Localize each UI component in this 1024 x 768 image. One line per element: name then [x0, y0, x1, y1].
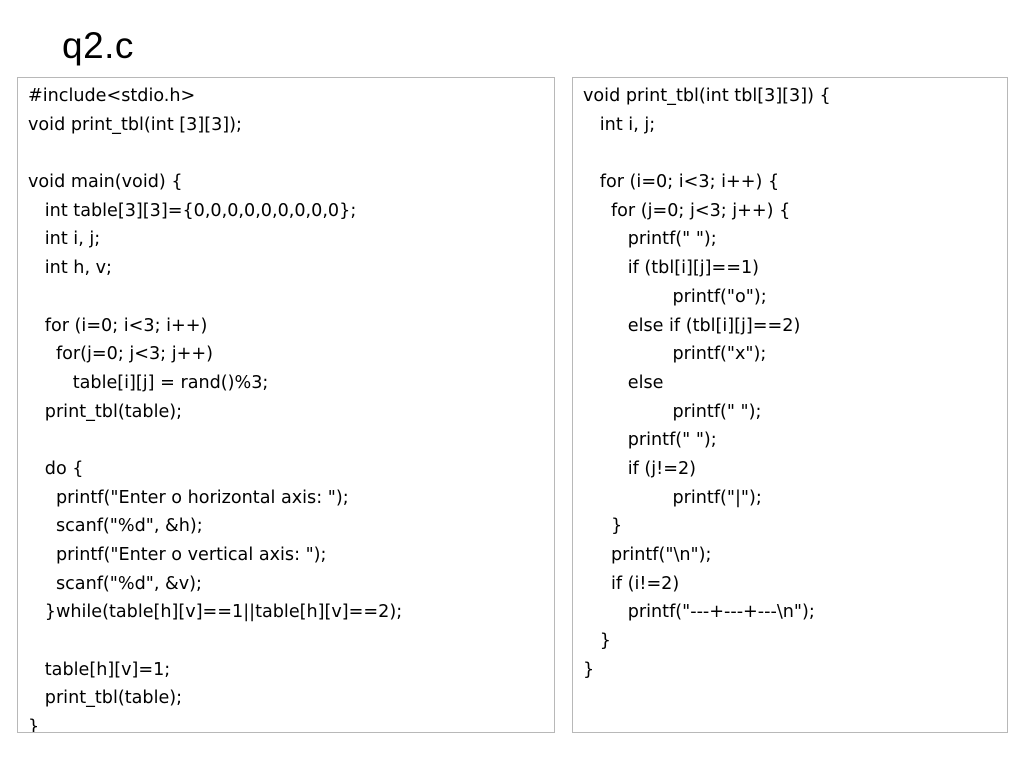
code-line	[28, 426, 402, 455]
code-line: print_tbl(table);	[28, 401, 183, 422]
code-line: }	[583, 631, 611, 652]
code-line: printf("Enter o horizontal axis: ");	[28, 487, 349, 508]
code-line: do {	[28, 458, 84, 479]
code-line: printf(" ");	[583, 401, 762, 422]
code-line: for (j=0; j<3; j++) {	[583, 200, 791, 221]
slide-title: q2.c	[62, 25, 134, 66]
code-lines-main: #include<stdio.h> void print_tbl(int [3]…	[28, 82, 403, 733]
code-line: printf(" ");	[583, 430, 717, 451]
code-line: #include<stdio.h>	[28, 86, 196, 106]
code-line	[28, 139, 402, 168]
code-line: if (i!=2)	[583, 573, 680, 594]
code-line: void print_tbl(int [3][3]);	[28, 114, 242, 135]
code-line: }	[28, 717, 40, 733]
code-line: else if (tbl[i][j]==2)	[583, 315, 801, 336]
code-line: printf("|");	[583, 487, 762, 508]
code-line: void print_tbl(int tbl[3][3]) {	[583, 86, 831, 106]
code-line: printf("Enter o vertical axis: ");	[28, 545, 327, 565]
code-line: }	[583, 659, 595, 680]
code-line: int i, j;	[583, 114, 656, 135]
code-line: for (i=0; i<3; i++)	[28, 315, 208, 336]
code-line: print_tbl(table);	[28, 688, 183, 709]
code-line: table[i][j] = rand()%3;	[28, 372, 269, 393]
code-line: printf("o");	[583, 286, 767, 307]
code-line: if (tbl[i][j]==1)	[583, 258, 760, 279]
code-line: int i, j;	[28, 229, 101, 250]
code-panel-main: #include<stdio.h> void print_tbl(int [3]…	[17, 77, 555, 733]
code-line: printf("---+---+---\n");	[583, 602, 815, 623]
code-line: scanf("%d", &h);	[28, 516, 203, 537]
code-line: printf(" ");	[583, 229, 717, 250]
code-line: if (j!=2)	[583, 458, 697, 479]
code-line: scanf("%d", &v);	[28, 573, 202, 594]
code-line	[28, 627, 402, 656]
code-line: void main(void) {	[28, 172, 183, 193]
code-line: int h, v;	[28, 258, 112, 279]
code-line: printf("\n");	[583, 545, 712, 565]
code-line: }	[583, 516, 623, 537]
code-line: printf("x");	[583, 344, 767, 365]
code-line: int table[3][3]={0,0,0,0,0,0,0,0,0};	[28, 200, 357, 221]
code-lines-print-tbl: void print_tbl(int tbl[3][3]) { int i, j…	[583, 82, 831, 684]
code-line	[28, 283, 402, 312]
code-line	[583, 139, 831, 168]
code-line: for(j=0; j<3; j++)	[28, 344, 213, 365]
code-panel-print-tbl: void print_tbl(int tbl[3][3]) { int i, j…	[572, 77, 1008, 733]
code-line: }while(table[h][v]==1||table[h][v]==2);	[28, 602, 403, 623]
code-line: for (i=0; i<3; i++) {	[583, 172, 780, 193]
code-line: table[h][v]=1;	[28, 659, 171, 680]
code-line: else	[583, 372, 664, 393]
